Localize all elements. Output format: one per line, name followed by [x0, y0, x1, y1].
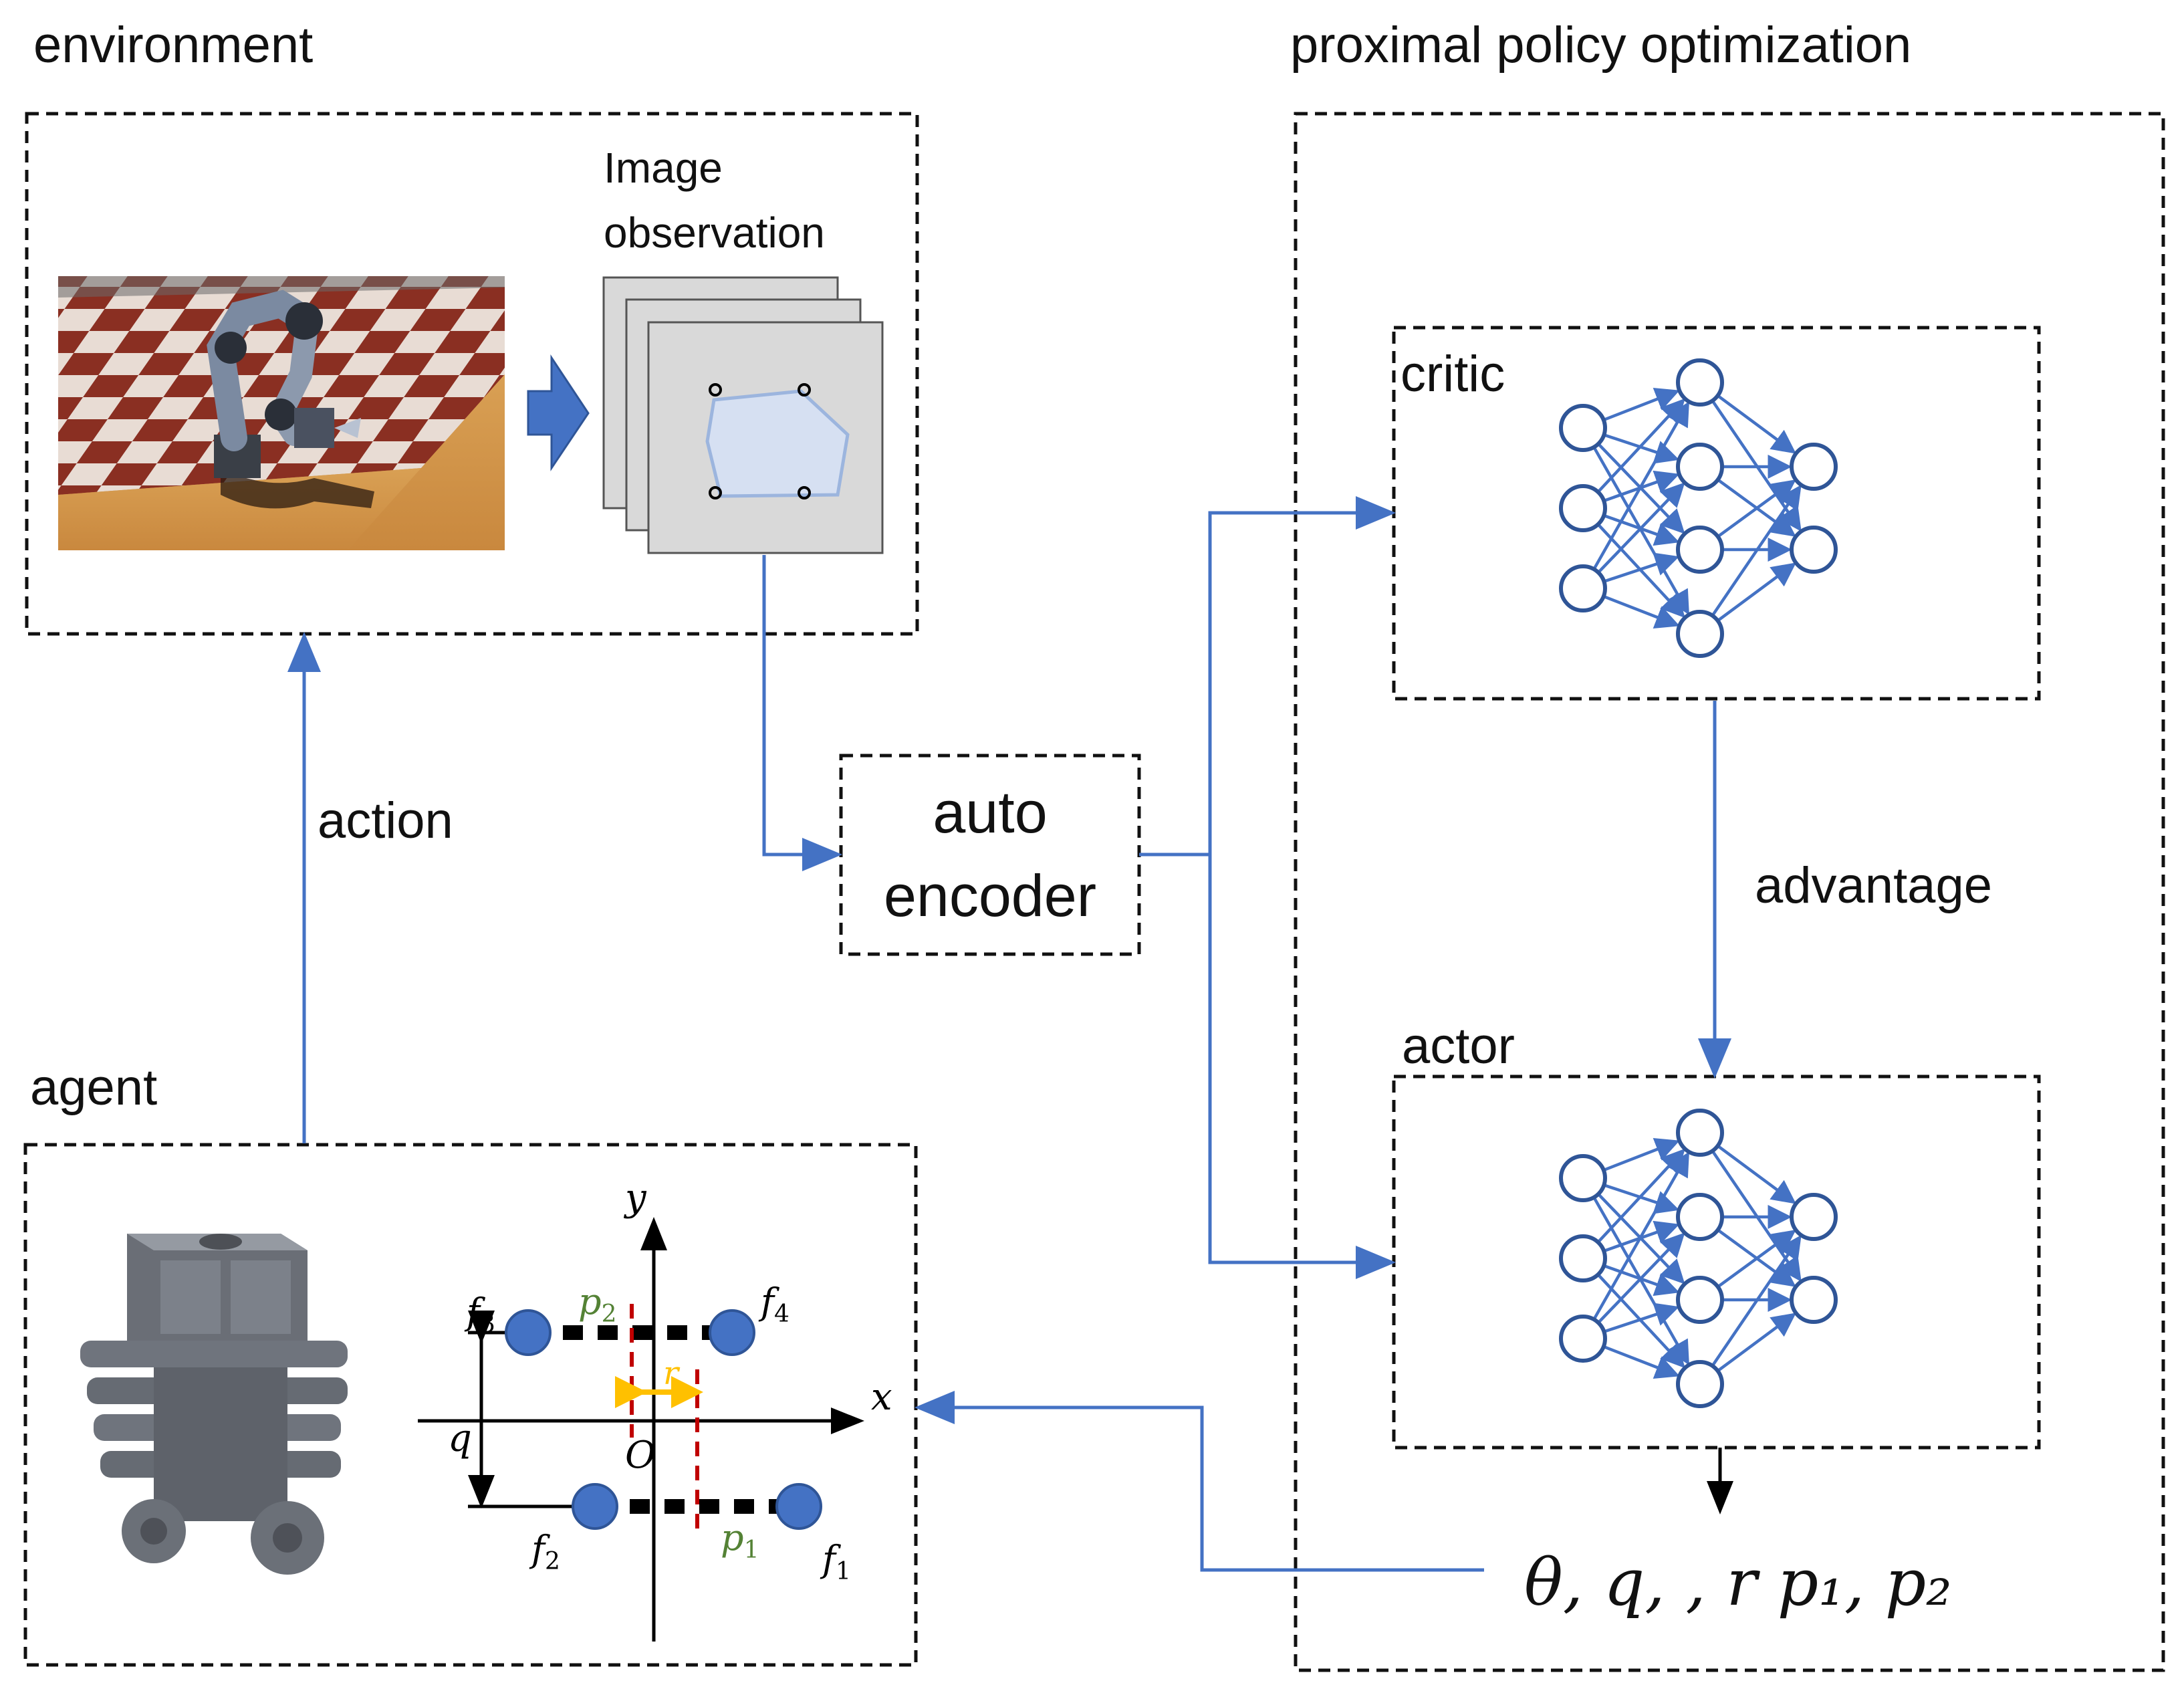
f3-label: f3: [464, 1290, 495, 1338]
observation-to-encoder-arrow: [762, 555, 842, 871]
f2-label: f2: [529, 1528, 560, 1575]
nn-node: [1676, 358, 1724, 407]
critic-label: critic: [1401, 346, 1505, 403]
actor-neural-network-icon: [1559, 1109, 1838, 1408]
action-label: action: [318, 792, 453, 849]
nn-node: [1676, 1193, 1724, 1241]
nn-connection: [1717, 1313, 1796, 1373]
x-axis-label: x: [871, 1375, 892, 1419]
nn-node: [1676, 1360, 1724, 1408]
nn-connection: [1603, 1303, 1680, 1333]
environment-title: environment: [33, 17, 313, 74]
nn-node: [1559, 1315, 1607, 1363]
y-axis-label: y: [623, 1176, 647, 1220]
nn-connection: [1597, 482, 1685, 574]
nn-node: [1559, 404, 1607, 452]
finger-f2: [572, 1483, 618, 1530]
agent-label: agent: [30, 1059, 157, 1116]
nn-node: [1559, 1234, 1607, 1282]
nn-node: [1676, 610, 1724, 658]
p1-label: p1: [721, 1516, 759, 1564]
environment-box: [25, 112, 919, 636]
nn-connection: [1592, 401, 1689, 570]
r-label: r: [663, 1355, 681, 1392]
q-label: q: [448, 1417, 472, 1460]
finger-f1: [775, 1483, 822, 1530]
nn-node: [1676, 1276, 1724, 1324]
advantage-label: advantage: [1755, 857, 1992, 914]
nn-connection: [1717, 394, 1796, 454]
p2-label: p2: [578, 1280, 616, 1328]
finger-f3: [505, 1309, 552, 1356]
critic-neural-network-icon: [1559, 358, 1838, 658]
nn-connection: [1602, 1345, 1680, 1379]
f4-label: f4: [758, 1280, 790, 1328]
origin-label: O: [625, 1434, 656, 1477]
image-capture-arrow-icon: [527, 354, 590, 471]
finger-f4: [709, 1309, 755, 1356]
nn-connection: [1602, 594, 1680, 629]
params-to-agent-arrow: [915, 1391, 1484, 1572]
robot-arm-render: [58, 276, 505, 550]
encoder-to-critic-arrow: [1139, 496, 1396, 857]
nn-connection: [1711, 1234, 1802, 1367]
nn-node: [1790, 526, 1838, 574]
nn-connection: [1602, 388, 1680, 422]
nn-connection: [1717, 562, 1796, 623]
autoencoder-label-line2: encoder: [884, 863, 1096, 929]
actor-label: actor: [1402, 1018, 1515, 1075]
encoder-to-actor-arrow: [1208, 855, 1396, 1279]
nn-connection: [1597, 1232, 1685, 1324]
nn-node: [1676, 1109, 1724, 1157]
gripper-render: [80, 1234, 348, 1575]
nn-node: [1790, 1276, 1838, 1324]
f1-label: f1: [820, 1538, 851, 1585]
image-observation-label-line2: observation: [604, 209, 825, 257]
nn-node: [1559, 484, 1607, 532]
image-observation-stack: [602, 276, 884, 554]
nn-connection: [1602, 1138, 1680, 1172]
autoencoder-label-line1: auto: [933, 779, 1047, 845]
nn-node: [1676, 443, 1724, 491]
output-parameters: θ, q, , r p₁, p₂: [1524, 1545, 1952, 1620]
image-observation-label-line1: Image: [604, 144, 723, 192]
ppo-box: [1294, 112, 2165, 1672]
nn-connection: [1711, 484, 1802, 616]
nn-node: [1790, 443, 1838, 491]
nn-node: [1559, 1154, 1607, 1202]
nn-node: [1676, 526, 1724, 574]
finger-coordinate-plot: y x O q r f3 f4 f2 f1 p2 p1: [418, 1176, 892, 1642]
nn-node: [1790, 1193, 1838, 1241]
nn-connection: [1717, 1144, 1796, 1204]
nn-connection: [1603, 552, 1680, 583]
ppo-title: proximal policy optimization: [1290, 17, 1911, 74]
nn-connection: [1592, 1151, 1689, 1321]
nn-node: [1559, 564, 1607, 612]
